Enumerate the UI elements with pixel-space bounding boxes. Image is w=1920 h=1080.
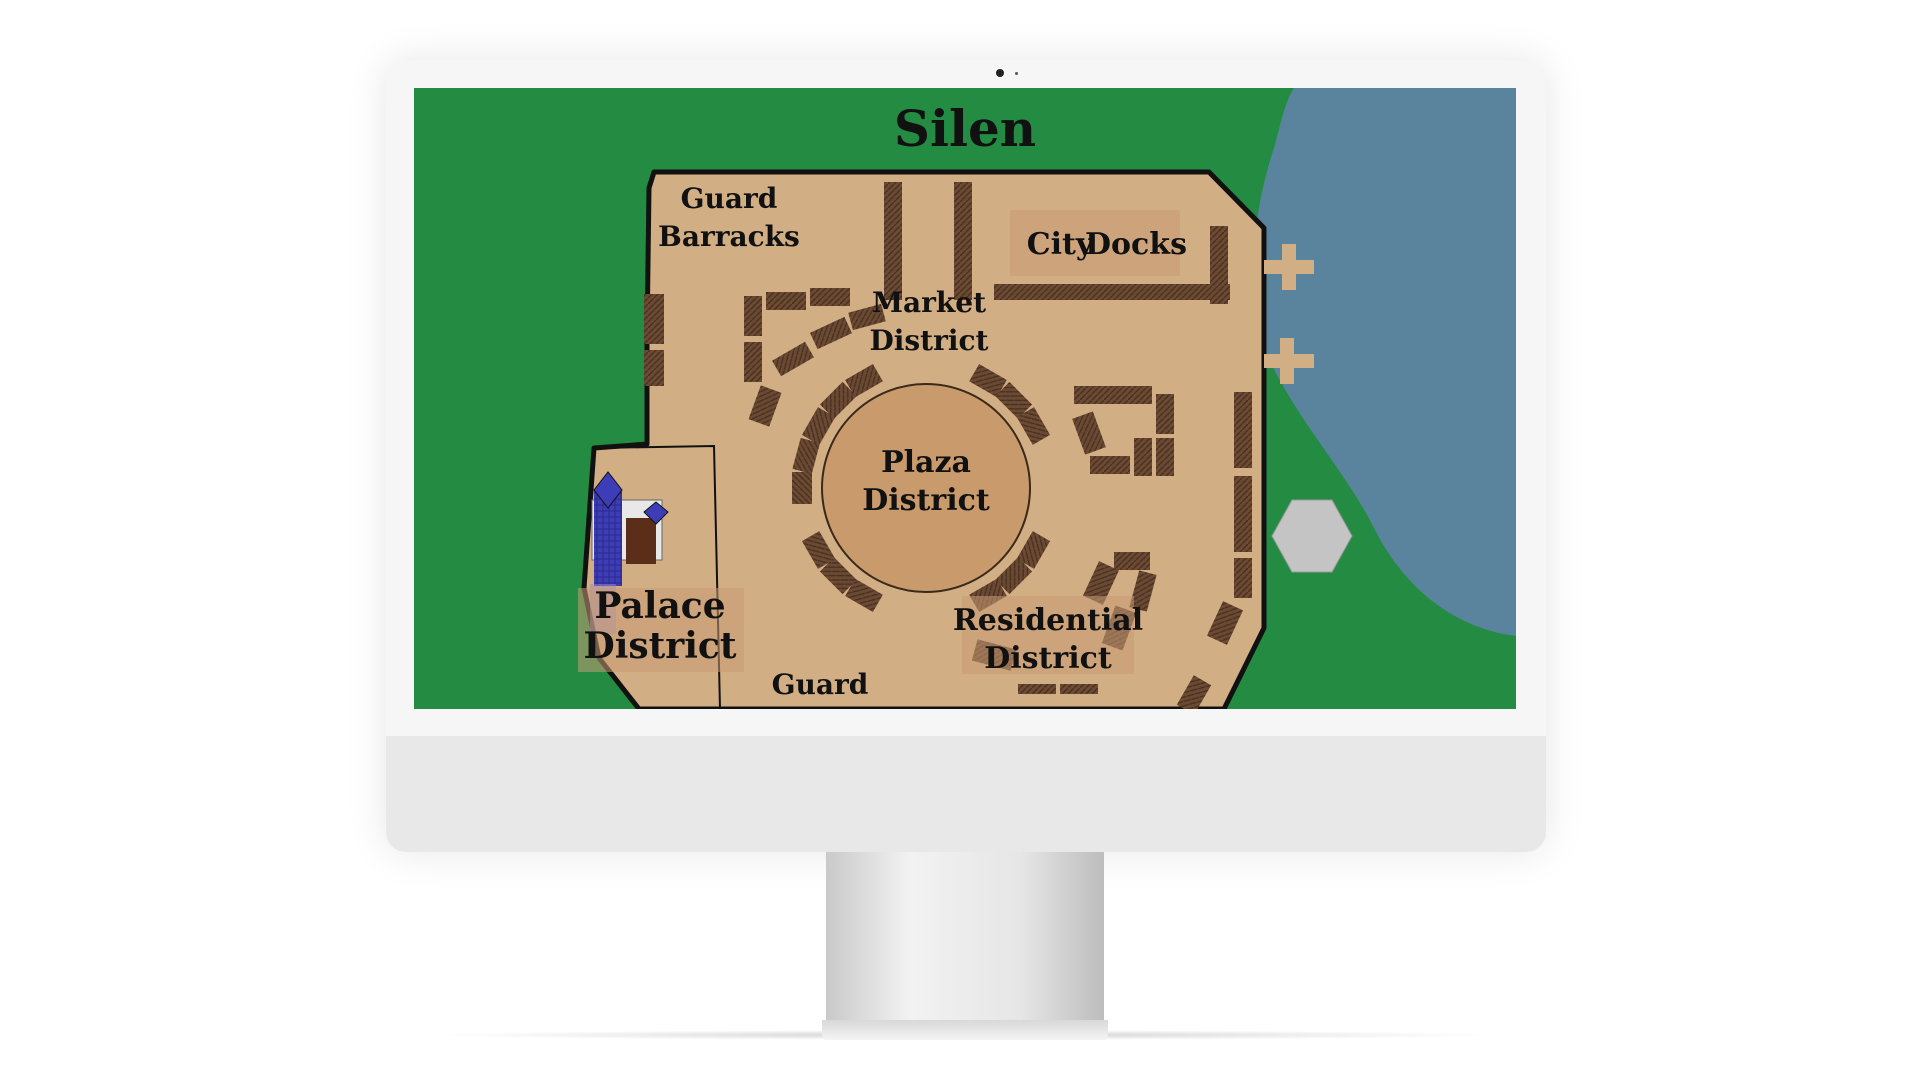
ring-building bbox=[792, 437, 821, 474]
east-buildings bbox=[1072, 386, 1252, 709]
dock-buildings bbox=[994, 226, 1230, 304]
palace-backdrop bbox=[578, 588, 744, 672]
plaza-ring-buildings bbox=[792, 363, 1051, 613]
label-palace-1: Palace bbox=[594, 585, 725, 627]
pier-north bbox=[1264, 244, 1314, 290]
label-residential-2: District bbox=[984, 641, 1112, 676]
imac-stand bbox=[826, 852, 1104, 1028]
ring-building bbox=[801, 407, 836, 445]
camera-sensor-icon bbox=[1015, 72, 1018, 75]
ring-building bbox=[845, 578, 883, 613]
label-market-2: District bbox=[870, 324, 989, 357]
label-plaza-2: District bbox=[862, 483, 990, 518]
label-guard-south: Guard bbox=[772, 668, 869, 701]
city-docks-backdrop bbox=[1010, 210, 1180, 276]
label-guard-barracks-2: Barracks bbox=[658, 220, 800, 253]
imac-chin bbox=[386, 736, 1546, 852]
screen: Silen Guard Barracks Market District Cit… bbox=[414, 88, 1516, 709]
ring-building bbox=[801, 531, 836, 569]
label-city-docks-2: Docks bbox=[1085, 227, 1187, 262]
ring-building bbox=[819, 381, 857, 419]
label-plaza-1: Plaza bbox=[881, 445, 971, 480]
ring-building bbox=[995, 381, 1033, 419]
ring-building bbox=[819, 557, 857, 595]
ring-building bbox=[1016, 531, 1051, 569]
residential-backdrop bbox=[962, 596, 1134, 674]
ring-building bbox=[995, 557, 1033, 595]
map-title: Silen bbox=[894, 99, 1036, 158]
imac-stand-base bbox=[822, 1020, 1108, 1040]
label-market-1: Market bbox=[872, 286, 986, 319]
ring-building bbox=[1016, 407, 1051, 445]
label-guard-barracks-1: Guard bbox=[681, 182, 778, 215]
ring-building bbox=[969, 363, 1007, 398]
pier-south bbox=[1264, 338, 1314, 384]
lake bbox=[1253, 88, 1516, 636]
hexagon-tower bbox=[1271, 499, 1353, 573]
city-map: Silen Guard Barracks Market District Cit… bbox=[414, 88, 1516, 709]
ring-building bbox=[845, 363, 883, 398]
market-buildings bbox=[644, 182, 972, 427]
label-palace-2: District bbox=[584, 625, 737, 667]
ring-building bbox=[792, 472, 812, 504]
label-city-docks-1: City bbox=[1027, 227, 1095, 262]
camera-icon bbox=[996, 69, 1004, 77]
label-residential-1: Residential bbox=[953, 603, 1143, 638]
plaza-circle bbox=[821, 383, 1031, 593]
